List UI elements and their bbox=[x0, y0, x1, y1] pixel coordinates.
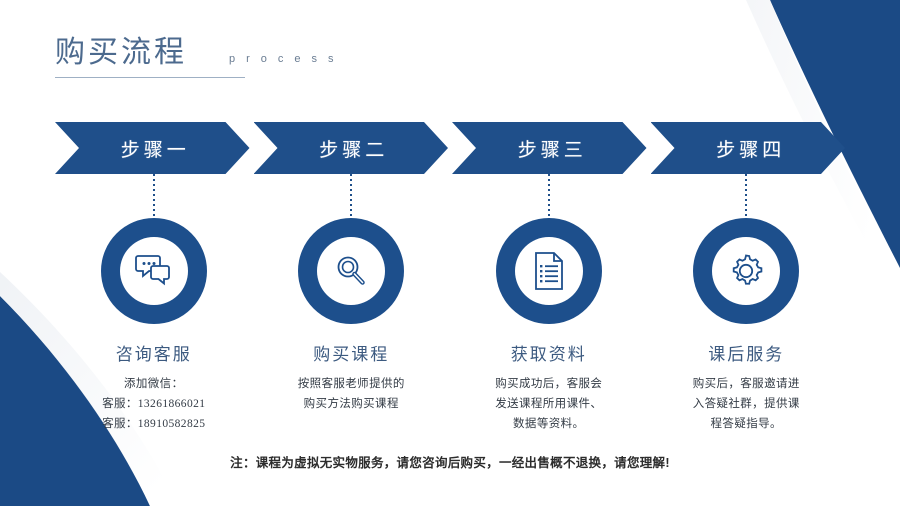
dotted-connector bbox=[152, 174, 155, 216]
gear-icon bbox=[733, 254, 763, 285]
magnifier-icon bbox=[337, 256, 365, 285]
step-body-line: 添加微信： bbox=[123, 378, 184, 390]
step-body-line: 客服：18910582825 bbox=[102, 417, 206, 430]
dotted-connector bbox=[745, 174, 748, 216]
step-icon-inner-3 bbox=[514, 237, 583, 305]
step-columns: 咨询客服 添加微信： 客服：13261866021 客服：18910582825 bbox=[55, 174, 845, 444]
step-arrow-3[interactable]: 步骤三 bbox=[452, 122, 647, 174]
step-arrow-label: 步骤四 bbox=[716, 139, 786, 161]
step-icon-ring-3[interactable] bbox=[495, 218, 602, 324]
step-body-2: 按照客服老师提供的 购买方法购买课程 bbox=[298, 375, 405, 415]
step-column-2: 购买课程 按照客服老师提供的 购买方法购买课程 bbox=[253, 174, 451, 444]
step-icon-ring-1[interactable] bbox=[100, 218, 207, 324]
step-body-line: 数据等资料。 bbox=[513, 417, 585, 430]
footer-note: 注：课程为虚拟无实物服务，请您咨询后购买，一经出售概不退换，请您理解! bbox=[230, 456, 670, 470]
step-arrow-2[interactable]: 步骤二 bbox=[254, 122, 449, 174]
step-icon-inner-2 bbox=[317, 237, 386, 305]
step-icon-ring-4[interactable] bbox=[693, 218, 800, 324]
step-heading-2: 购买课程 bbox=[313, 345, 390, 364]
step-body-line: 购买方法购买课程 bbox=[303, 397, 399, 410]
step-heading-3: 获取资料 bbox=[510, 345, 587, 364]
step-body-3: 购买成功后，客服会 发送课程所用课件、 数据等资料。 bbox=[495, 375, 602, 434]
step-body-line: 客服：13261866021 bbox=[102, 397, 206, 410]
dotted-connector bbox=[350, 174, 353, 216]
step-body-line: 发送课程所用课件、 bbox=[495, 397, 603, 410]
slide-header: 购买流程 process bbox=[55, 38, 815, 78]
document-list-icon bbox=[534, 252, 563, 290]
step-body-line: 入答疑社群，提供课 bbox=[692, 397, 800, 410]
step-arrow-strip: 步骤一 步骤二 步骤三 步骤四 bbox=[55, 122, 845, 174]
step-body-4: 购买后，客服邀请进 入答疑社群，提供课 程答疑指导。 bbox=[693, 375, 800, 434]
chat-bubbles-icon bbox=[134, 255, 170, 286]
page-subtitle: process bbox=[229, 53, 345, 65]
step-column-1: 咨询客服 添加微信： 客服：13261866021 客服：18910582825 bbox=[55, 174, 253, 444]
step-column-4: 课后服务 购买后，客服邀请进 入答疑社群，提供课 程答疑指导。 bbox=[648, 174, 846, 444]
step-body-line: 程答疑指导。 bbox=[710, 417, 782, 430]
step-body-1: 添加微信： 客服：13261866021 客服：18910582825 bbox=[102, 375, 205, 434]
step-arrow-label: 步骤一 bbox=[120, 139, 190, 161]
step-heading-1: 咨询客服 bbox=[115, 345, 192, 364]
step-column-3: 获取资料 购买成功后，客服会 发送课程所用课件、 数据等资料。 bbox=[450, 174, 648, 444]
step-body-line: 按照客服老师提供的 bbox=[297, 378, 405, 390]
step-body-line: 购买成功后，客服会 bbox=[495, 378, 603, 390]
step-arrow-label: 步骤二 bbox=[319, 139, 389, 161]
page-title: 购买流程 bbox=[55, 36, 187, 69]
step-icon-inner-1 bbox=[119, 237, 188, 305]
step-arrow-label: 步骤三 bbox=[517, 139, 587, 161]
step-heading-4: 课后服务 bbox=[708, 345, 785, 364]
step-icon-inner-4 bbox=[712, 237, 781, 305]
step-arrow-1[interactable]: 步骤一 bbox=[55, 122, 250, 174]
step-icon-ring-2[interactable] bbox=[298, 218, 405, 324]
title-underline bbox=[55, 77, 245, 78]
step-arrow-4[interactable]: 步骤四 bbox=[651, 122, 846, 174]
dotted-connector bbox=[547, 174, 550, 216]
step-body-line: 购买后，客服邀请进 bbox=[692, 378, 800, 390]
